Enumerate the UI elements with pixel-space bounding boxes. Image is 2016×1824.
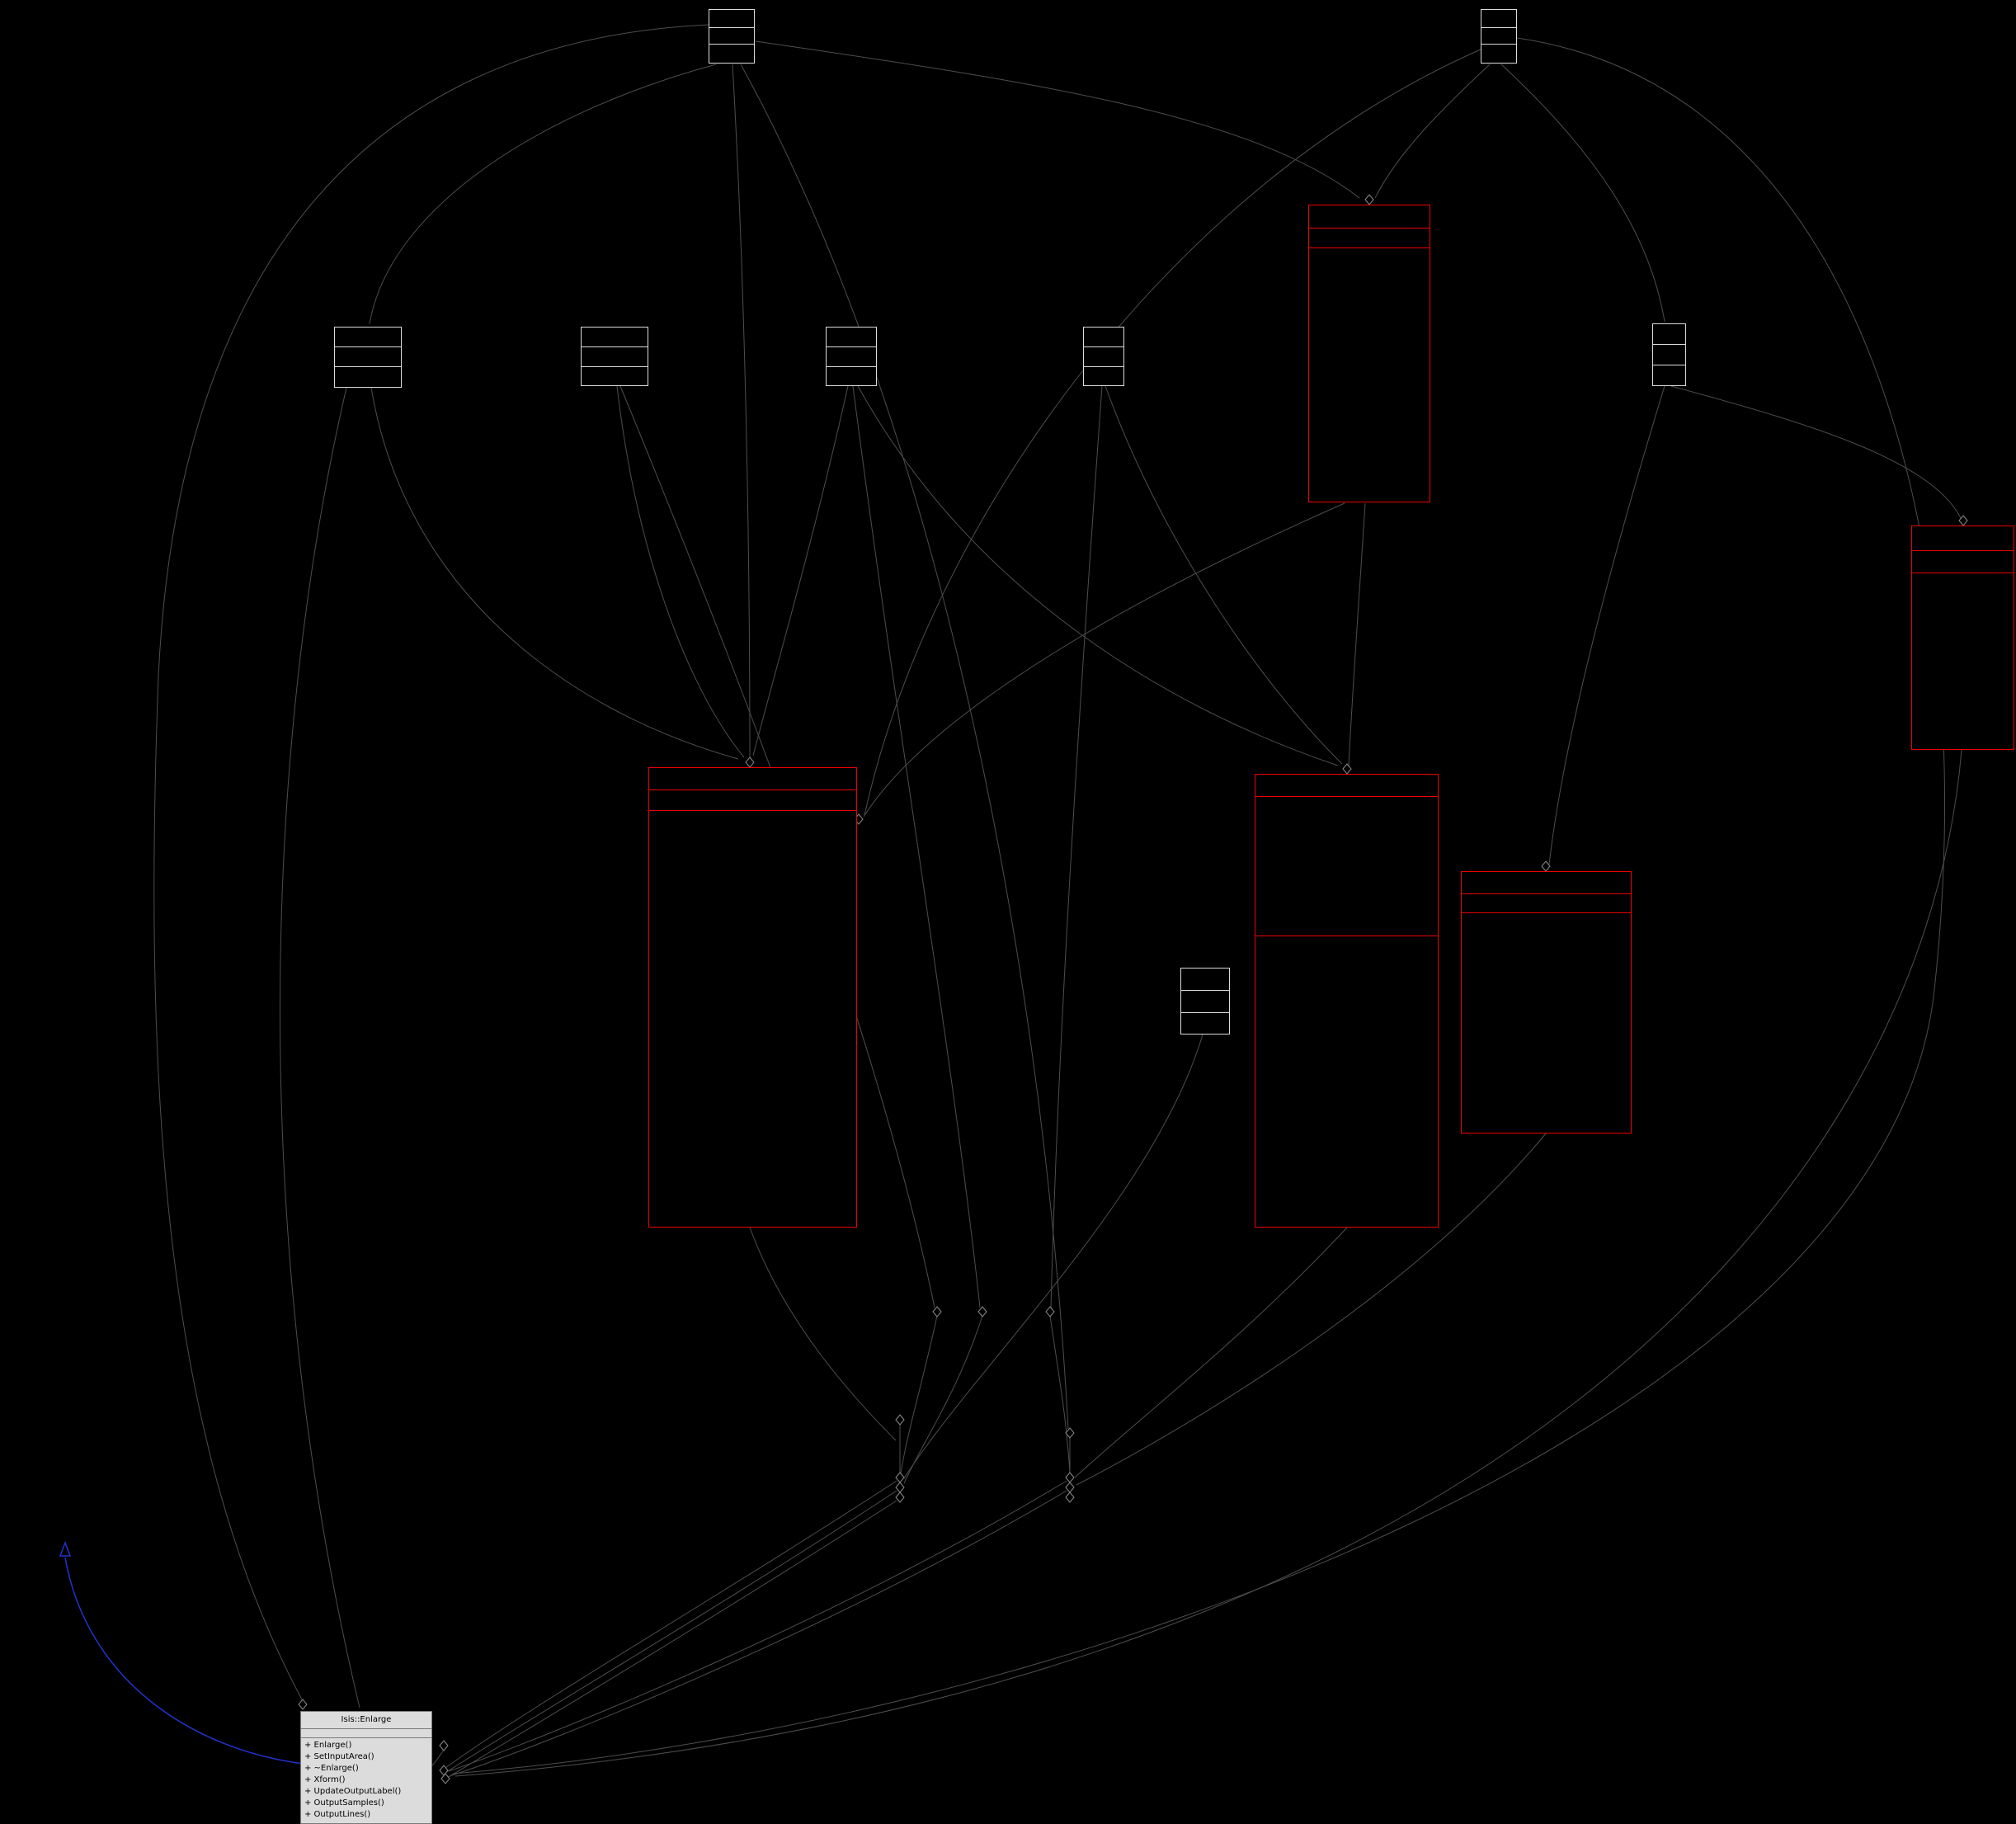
class-node-isis-enlarge[interactable]: Isis::Enlarge + Enlarge() + SetInputArea…: [300, 1711, 432, 1824]
class-node-red-large-left[interactable]: [648, 767, 857, 1228]
class-node-row2-5[interactable]: [1652, 323, 1686, 386]
method-label: + UpdateOutputLabel(): [304, 1787, 402, 1796]
method-label: + OutputSamples(): [304, 1798, 384, 1808]
method-label: + ~Enlarge(): [304, 1764, 359, 1773]
class-node-row2-1[interactable]: [334, 327, 402, 388]
blue-relation-edge: [59, 1540, 304, 1765]
class-node-row2-2[interactable]: [581, 327, 648, 386]
method-label: + OutputLines(): [304, 1810, 371, 1819]
gray-edges: [153, 24, 1962, 1779]
class-node-red-upper-right[interactable]: [1308, 205, 1430, 502]
class-node-red-center-right[interactable]: [1255, 774, 1439, 1228]
class-node-row2-4[interactable]: [1083, 327, 1124, 386]
class-node-red-mid-right[interactable]: [1461, 871, 1632, 1134]
methods-compartment: + Enlarge() + SetInputArea() + ~Enlarge(…: [301, 1738, 431, 1821]
method-label: + Xform(): [304, 1775, 346, 1784]
class-title: Isis::Enlarge: [301, 1712, 431, 1729]
class-node-row2-3[interactable]: [826, 327, 877, 386]
attributes-compartment: [301, 1729, 431, 1738]
aggregation-diamonds: [298, 194, 1968, 1784]
method-label: + SetInputArea(): [304, 1752, 374, 1761]
class-node-top-center[interactable]: [709, 9, 755, 64]
class-node-red-far-right[interactable]: [1911, 526, 2014, 750]
method-label: + Enlarge(): [304, 1741, 352, 1750]
class-node-small-white[interactable]: [1180, 968, 1230, 1035]
class-node-top-right[interactable]: [1481, 9, 1517, 64]
